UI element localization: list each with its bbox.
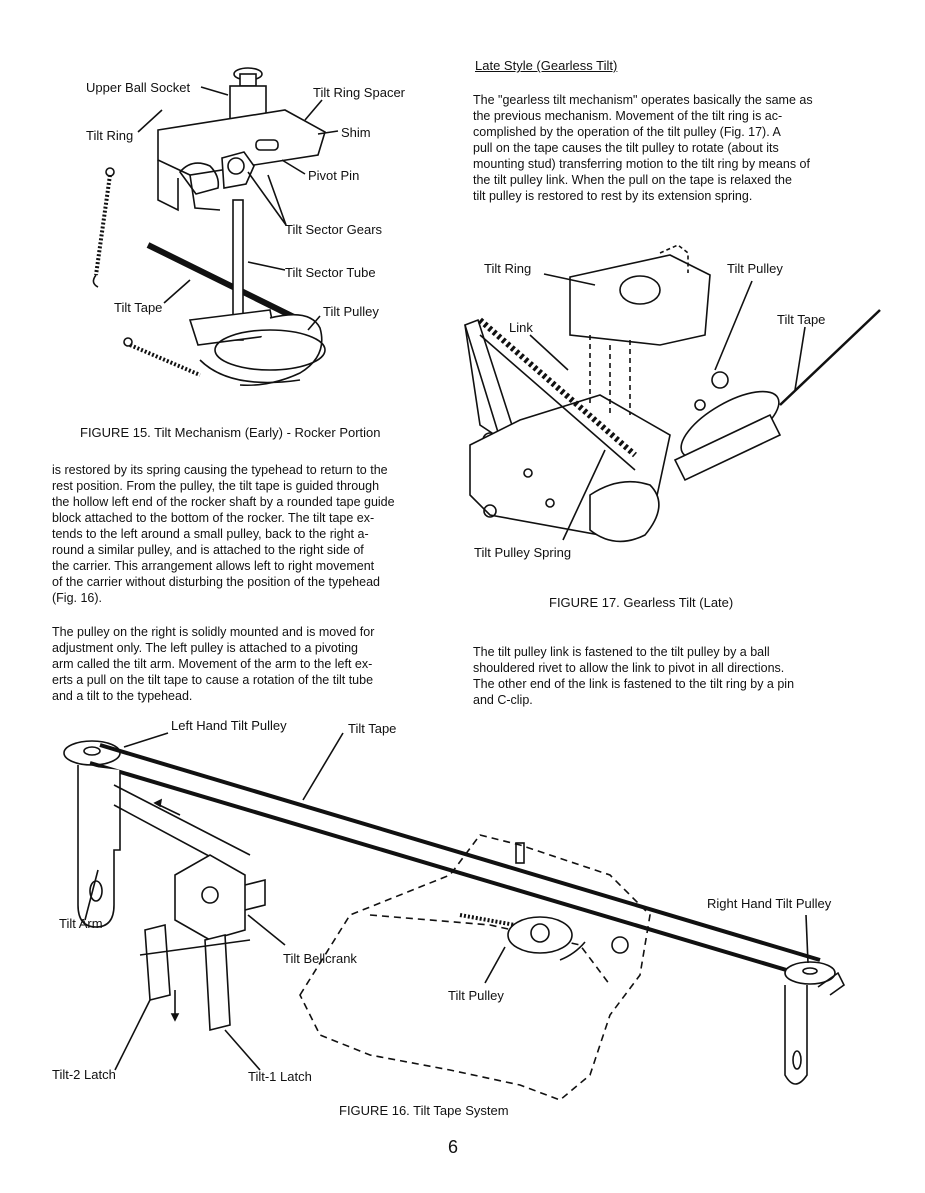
fig17-label-tilt-ring: Tilt Ring — [484, 261, 532, 276]
left-paragraph-1: is restored by its spring causing the ty… — [52, 463, 395, 605]
label-tilt-pulley: Tilt Pulley — [323, 304, 379, 319]
right-paragraph: The tilt pulley link is fastened to the … — [473, 645, 795, 707]
fig16-label-right-hand-tilt-pulley: Right Hand Tilt Pulley — [707, 896, 832, 911]
figure-17-caption: FIGURE 17. Gearless Tilt (Late) — [549, 595, 734, 610]
late-style-paragraph: The "gearless tilt mechanism" operates b… — [473, 93, 813, 203]
fig16-label-tilt2-latch: Tilt-2 Latch — [52, 1067, 116, 1082]
label-tilt-ring-spacer: Tilt Ring Spacer — [313, 85, 405, 100]
fig16-label-tilt-pulley: Tilt Pulley — [448, 988, 504, 1003]
page-number: 6 — [448, 1137, 459, 1157]
fig17-label-tilt-pulley: Tilt Pulley — [727, 261, 783, 276]
figure-17-illustration — [460, 245, 885, 565]
figure-15-caption: FIGURE 15. Tilt Mechanism (Early) - Rock… — [80, 425, 381, 440]
label-tilt-tape: Tilt Tape — [114, 300, 163, 315]
fig17-label-link: Link — [509, 320, 533, 335]
label-tilt-sector-tube: Tilt Sector Tube — [285, 265, 376, 280]
fig16-label-tilt-bellcrank: Tilt Bellcrank — [283, 951, 357, 966]
label-pivot-pin: Pivot Pin — [308, 168, 360, 183]
figure-16-caption: FIGURE 16. Tilt Tape System — [339, 1103, 509, 1118]
fig16-label-tilt-tape: Tilt Tape — [348, 721, 397, 736]
fig17-label-tilt-pulley-spring: Tilt Pulley Spring — [474, 545, 572, 560]
figure-15-illustration — [80, 60, 420, 405]
figure-16-illustration — [50, 715, 870, 1110]
fig17-label-tilt-tape: Tilt Tape — [777, 312, 826, 327]
left-paragraph-2: The pulley on the right is solidly mount… — [52, 625, 375, 703]
label-upper-ball-socket: Upper Ball Socket — [86, 80, 191, 95]
fig16-label-left-hand-tilt-pulley: Left Hand Tilt Pulley — [171, 718, 287, 733]
fig16-label-tilt-arm: Tilt Arm — [59, 916, 103, 931]
fig16-label-tilt1-latch: Tilt-1 Latch — [248, 1069, 312, 1084]
label-tilt-ring: Tilt Ring — [86, 128, 134, 143]
late-style-heading: Late Style (Gearless Tilt) — [475, 58, 618, 73]
label-shim: Shim — [341, 125, 371, 140]
label-tilt-sector-gears: Tilt Sector Gears — [285, 222, 383, 237]
